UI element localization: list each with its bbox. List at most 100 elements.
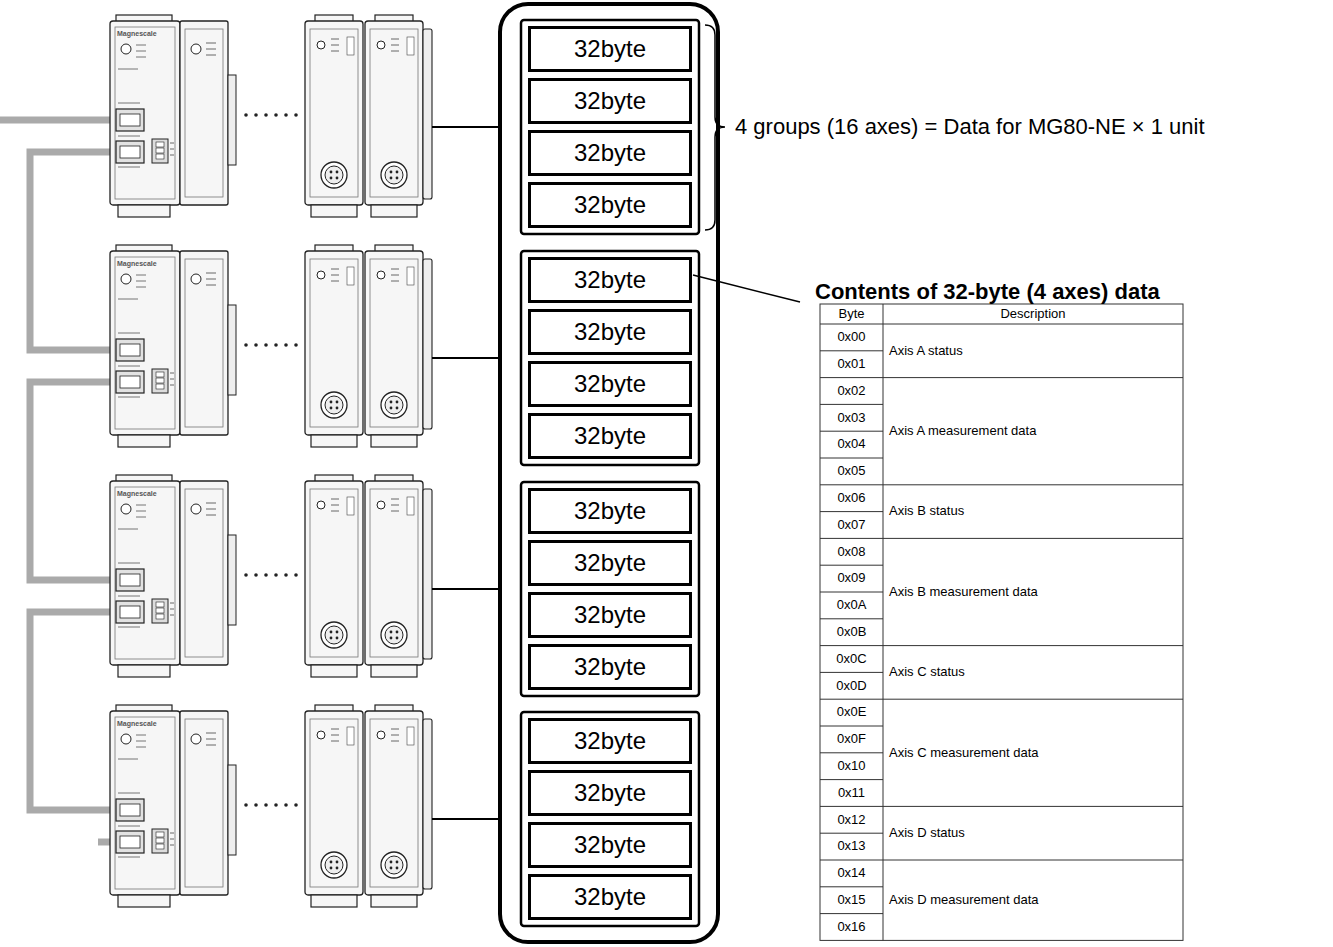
table-rule: [820, 726, 883, 727]
data-block-box: 32byte: [528, 592, 692, 638]
box-label: 32byte: [574, 883, 646, 911]
table-rule: [820, 350, 883, 351]
table-cell: 0x15: [820, 887, 883, 914]
data-block-box: 32byte: [528, 361, 692, 407]
group-bracket: [705, 25, 725, 230]
table-cell: Axis D measurement data: [883, 860, 1183, 940]
table-cell: 0x10: [820, 753, 883, 780]
box-label: 32byte: [574, 831, 646, 859]
table-rule: [820, 833, 883, 834]
box-label: 32byte: [574, 35, 646, 63]
table-cell: 0x0D: [820, 672, 883, 699]
table-rule: [883, 860, 1183, 861]
table-heading: Contents of 32-byte (4 axes) data: [815, 279, 1160, 305]
table-header: Byte: [820, 304, 883, 324]
table-cell: 0x03: [820, 404, 883, 431]
data-block-box: 32byte: [528, 874, 692, 920]
table-cell: 0x13: [820, 833, 883, 860]
table-cell: Axis A status: [883, 324, 1183, 378]
table-rule: [820, 779, 883, 780]
table-cell: Axis A measurement data: [883, 378, 1183, 485]
table-rule: [820, 699, 883, 700]
box-label: 32byte: [574, 370, 646, 398]
table-cell: 0x09: [820, 565, 883, 592]
table-cell: 0x07: [820, 512, 883, 539]
data-block-box: 32byte: [528, 182, 692, 228]
table-rule: [820, 752, 883, 753]
table-cell: 0x00: [820, 324, 883, 351]
ethernet-cable: [0, 120, 118, 842]
box-label: 32byte: [574, 779, 646, 807]
table-cell: 0x0A: [820, 592, 883, 619]
table-rule: [820, 913, 883, 914]
table-cell: 0x12: [820, 806, 883, 833]
data-block-box: 32byte: [528, 26, 692, 72]
table-rule: [820, 672, 883, 673]
data-block-box: 32byte: [528, 413, 692, 459]
box-label: 32byte: [574, 87, 646, 115]
table-rule: [883, 484, 1183, 485]
data-block-box: 32byte: [528, 718, 692, 764]
leader-line: [693, 275, 800, 302]
data-block-box: 32byte: [528, 644, 692, 690]
data-block-box: 32byte: [528, 78, 692, 124]
brand-label: Magnescale: [117, 719, 157, 728]
table-rule: [820, 431, 883, 432]
brand-label: Magnescale: [117, 259, 157, 268]
box-label: 32byte: [574, 191, 646, 219]
table-cell: Axis C status: [883, 646, 1183, 700]
table-cell: Axis B measurement data: [883, 538, 1183, 645]
box-label: 32byte: [574, 549, 646, 577]
group-frame: [521, 20, 699, 926]
box-label: 32byte: [574, 601, 646, 629]
box-label: 32byte: [574, 727, 646, 755]
table-rule: [820, 886, 883, 887]
table-cell: 0x08: [820, 538, 883, 565]
table-rule: [883, 538, 1183, 539]
data-block-box: 32byte: [528, 130, 692, 176]
mg80-ne-unit: [110, 245, 432, 447]
table-cell: Axis D status: [883, 806, 1183, 860]
table-cell: 0x06: [820, 485, 883, 512]
box-label: 32byte: [574, 422, 646, 450]
brand-label: Magnescale: [117, 29, 157, 38]
bracket-note: 4 groups (16 axes) = Data for MG80-NE × …: [735, 114, 1205, 140]
data-container: [500, 4, 718, 942]
table-cell: 0x11: [820, 780, 883, 807]
table-rule: [820, 484, 883, 485]
table-cell: 0x14: [820, 860, 883, 887]
table-cell: 0x0C: [820, 646, 883, 673]
data-block-box: 32byte: [528, 309, 692, 355]
table-rule: [820, 565, 883, 566]
brand-label: Magnescale: [117, 489, 157, 498]
table-rule: [820, 324, 1183, 325]
table-rule: [820, 618, 883, 619]
table-cell: 0x04: [820, 431, 883, 458]
table-rule: [820, 538, 883, 539]
table-rule: [820, 645, 883, 646]
table-rule: [883, 699, 1183, 700]
table-cell: 0x01: [820, 351, 883, 378]
table-cell: Axis B status: [883, 485, 1183, 539]
box-label: 32byte: [574, 497, 646, 525]
mg80-ne-unit: [110, 705, 432, 907]
box-label: 32byte: [574, 139, 646, 167]
table-rule: [820, 404, 883, 405]
table-cell: Axis C measurement data: [883, 699, 1183, 806]
table-rule: [883, 806, 1183, 807]
data-block-box: 32byte: [528, 770, 692, 816]
table-rule: [820, 592, 883, 593]
table-rule: [883, 645, 1183, 646]
table-cell: 0x0B: [820, 619, 883, 646]
table-rule: [883, 377, 1183, 378]
mg80-ne-unit: [110, 15, 432, 217]
data-block-box: 32byte: [528, 540, 692, 586]
data-block-box: 32byte: [528, 488, 692, 534]
data-block-box: 32byte: [528, 822, 692, 868]
table-rule: [820, 860, 883, 861]
table-cell: 0x16: [820, 914, 883, 941]
table-rule: [820, 458, 883, 459]
box-label: 32byte: [574, 266, 646, 294]
box-label: 32byte: [574, 318, 646, 346]
